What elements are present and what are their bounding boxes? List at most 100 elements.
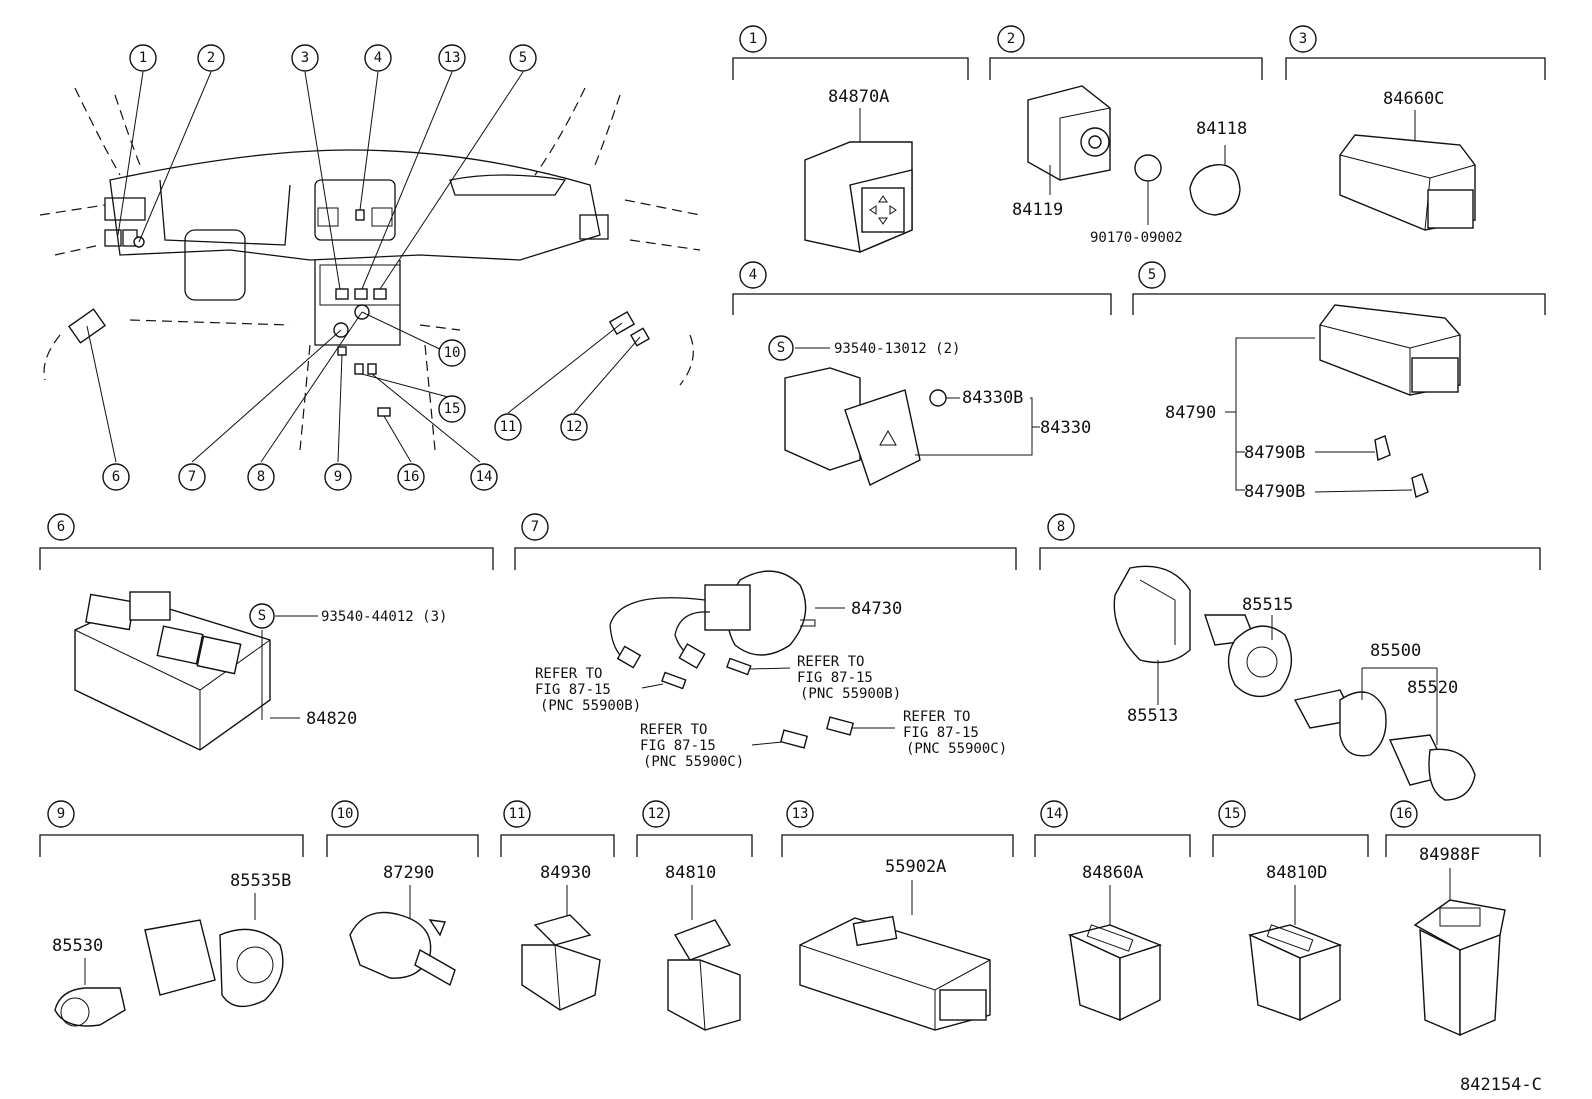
svg-text:8: 8 — [257, 469, 265, 485]
overview-callout: 8 — [247, 463, 275, 491]
part-label: 93540-44012 (3) — [321, 609, 447, 625]
reference-note: REFER TO FIG 87-15 (PNC 55900C) — [903, 709, 1007, 757]
svg-text:1: 1 — [139, 50, 147, 66]
overview-callout: 16 — [397, 463, 425, 491]
part-label: 84790B — [1244, 482, 1305, 502]
overview-callout: 6 — [102, 463, 130, 491]
svg-text:REFER TO: REFER TO — [797, 654, 864, 670]
svg-text:13: 13 — [444, 50, 461, 66]
overview-callout: 12 — [560, 413, 588, 441]
screw-marker: S — [258, 608, 266, 624]
section-10: 10 87290 — [326, 800, 479, 987]
overview-callout: 15 — [438, 395, 466, 423]
section-3: 3 84660C — [1285, 25, 1546, 231]
svg-text:10: 10 — [444, 345, 461, 361]
part-label: 84118 — [1196, 119, 1247, 139]
section-9: 9 85535B 85530 — [39, 800, 304, 1027]
section-number: 15 — [1224, 806, 1241, 822]
svg-text:11: 11 — [500, 419, 517, 435]
reference-note: REFER TO FIG 87-15 (PNC 55900C) — [640, 722, 744, 770]
part-label: 84330B — [962, 388, 1023, 408]
part-label: 87290 — [383, 863, 434, 883]
svg-text:7: 7 — [188, 469, 196, 485]
svg-text:15: 15 — [444, 401, 461, 417]
svg-text:FIG 87-15: FIG 87-15 — [797, 670, 873, 686]
part-label: 84119 — [1012, 200, 1063, 220]
svg-text:REFER TO: REFER TO — [535, 666, 602, 682]
svg-text:5: 5 — [519, 50, 527, 66]
part-label: 84810 — [665, 863, 716, 883]
part-label: 55902A — [885, 857, 946, 877]
part-label: 90170-09002 — [1090, 230, 1183, 246]
section-number: 11 — [509, 806, 526, 822]
part-label: 85513 — [1127, 706, 1178, 726]
part-label: 85500 — [1370, 641, 1421, 661]
overview-callout: 13 — [438, 44, 466, 72]
svg-text:REFER TO: REFER TO — [903, 709, 970, 725]
part-label: 84790 — [1165, 403, 1216, 423]
part-label: 84870A — [828, 87, 889, 107]
overview-callout: 9 — [324, 463, 352, 491]
part-label: 84860A — [1082, 863, 1143, 883]
part-label: 85520 — [1407, 678, 1458, 698]
svg-text:16: 16 — [403, 469, 420, 485]
section-number: 3 — [1299, 31, 1307, 47]
svg-text:12: 12 — [566, 419, 583, 435]
section-number: 13 — [792, 806, 809, 822]
overview-callout: 11 — [494, 413, 522, 441]
section-15: 15 84810D — [1212, 800, 1369, 1022]
part-label: 84810D — [1266, 863, 1327, 883]
section-12: 12 84810 — [636, 800, 753, 1031]
overview-callout: 3 — [291, 44, 319, 72]
overview-callout: 5 — [509, 44, 537, 72]
section-11: 11 84930 — [500, 800, 615, 1011]
part-label: 84790B — [1244, 443, 1305, 463]
section-5: 5 84790 84790B 84790B — [1132, 261, 1546, 502]
svg-text:4: 4 — [374, 50, 382, 66]
section-number: 2 — [1007, 31, 1015, 47]
part-label: 85535B — [230, 871, 291, 891]
svg-text:FIG 87-15: FIG 87-15 — [640, 738, 716, 754]
svg-text:FIG 87-15: FIG 87-15 — [535, 682, 611, 698]
section-number: 14 — [1046, 806, 1063, 822]
part-label: 84730 — [851, 599, 902, 619]
svg-text:9: 9 — [334, 469, 342, 485]
section-13: 13 55902A — [781, 800, 1014, 1031]
svg-text:(PNC 55900C): (PNC 55900C) — [906, 741, 1007, 757]
section-7: 7 84730 REFER TO FIG 87-15 (PNC 55900B) … — [514, 513, 1017, 770]
overview-callout: 2 — [197, 44, 225, 72]
section-number: 12 — [648, 806, 665, 822]
section-number: 6 — [57, 519, 65, 535]
section-number: 7 — [531, 519, 539, 535]
svg-text:FIG 87-15: FIG 87-15 — [903, 725, 979, 741]
svg-text:(PNC 55900C): (PNC 55900C) — [643, 754, 744, 770]
part-label: 84988F — [1419, 845, 1480, 865]
section-6: 6 S 93540-44012 (3) 84820 — [39, 513, 494, 751]
screw-marker: S — [777, 340, 785, 356]
section-14: 14 84860A — [1034, 800, 1191, 1022]
section-number: 8 — [1057, 519, 1065, 535]
svg-text:REFER TO: REFER TO — [640, 722, 707, 738]
section-number: 9 — [57, 806, 65, 822]
section-1: 1 84870A — [732, 25, 969, 253]
part-label: 84820 — [306, 709, 357, 729]
svg-text:(PNC 55900B): (PNC 55900B) — [540, 698, 641, 714]
section-8: 8 85513 85515 85500 85520 — [1039, 513, 1541, 801]
section-number: 10 — [337, 806, 354, 822]
part-label: 84660C — [1383, 89, 1444, 109]
overview-callout: 1 — [129, 44, 157, 72]
section-2: 2 84119 84118 90170-09002 — [989, 25, 1263, 246]
overview-callout: 7 — [178, 463, 206, 491]
section-number: 1 — [749, 31, 757, 47]
part-label: 85530 — [52, 936, 103, 956]
svg-text:(PNC 55900B): (PNC 55900B) — [800, 686, 901, 702]
reference-note: REFER TO FIG 87-15 (PNC 55900B) — [535, 666, 641, 714]
dashboard-overview: 1 2 3 4 13 5 6 7 8 9 16 14 15 10 11 12 — [39, 44, 701, 491]
reference-note: REFER TO FIG 87-15 (PNC 55900B) — [797, 654, 901, 702]
svg-text:3: 3 — [301, 50, 309, 66]
part-label: 84930 — [540, 863, 591, 883]
svg-text:14: 14 — [476, 469, 493, 485]
svg-text:6: 6 — [112, 469, 120, 485]
part-label: 85515 — [1242, 595, 1293, 615]
section-number: 4 — [749, 267, 757, 283]
